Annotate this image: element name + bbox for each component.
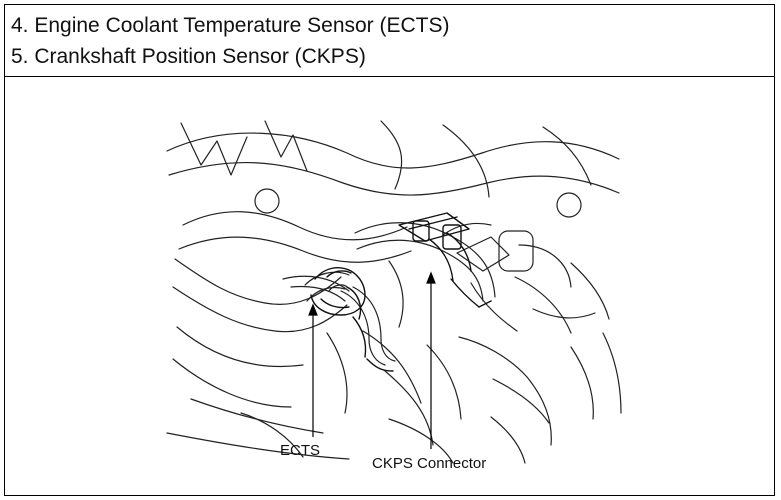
engine-line-drawing: ECTS CKPS Connector: [157, 113, 625, 469]
sensor-title-ckps: 5. Crankshaft Position Sensor (CKPS): [11, 45, 366, 68]
ckps-connector-callout-label: CKPS Connector: [372, 455, 486, 469]
callout-labels: ECTS CKPS Connector: [280, 442, 486, 469]
sensor-title-ects: 4. Engine Coolant Temperature Sensor (EC…: [11, 14, 450, 37]
ects-callout-label: ECTS: [280, 442, 320, 459]
header: 4. Engine Coolant Temperature Sensor (EC…: [5, 5, 774, 77]
engine-diagram: ECTS CKPS Connector: [157, 113, 625, 469]
document-frame: 4. Engine Coolant Temperature Sensor (EC…: [4, 4, 775, 496]
